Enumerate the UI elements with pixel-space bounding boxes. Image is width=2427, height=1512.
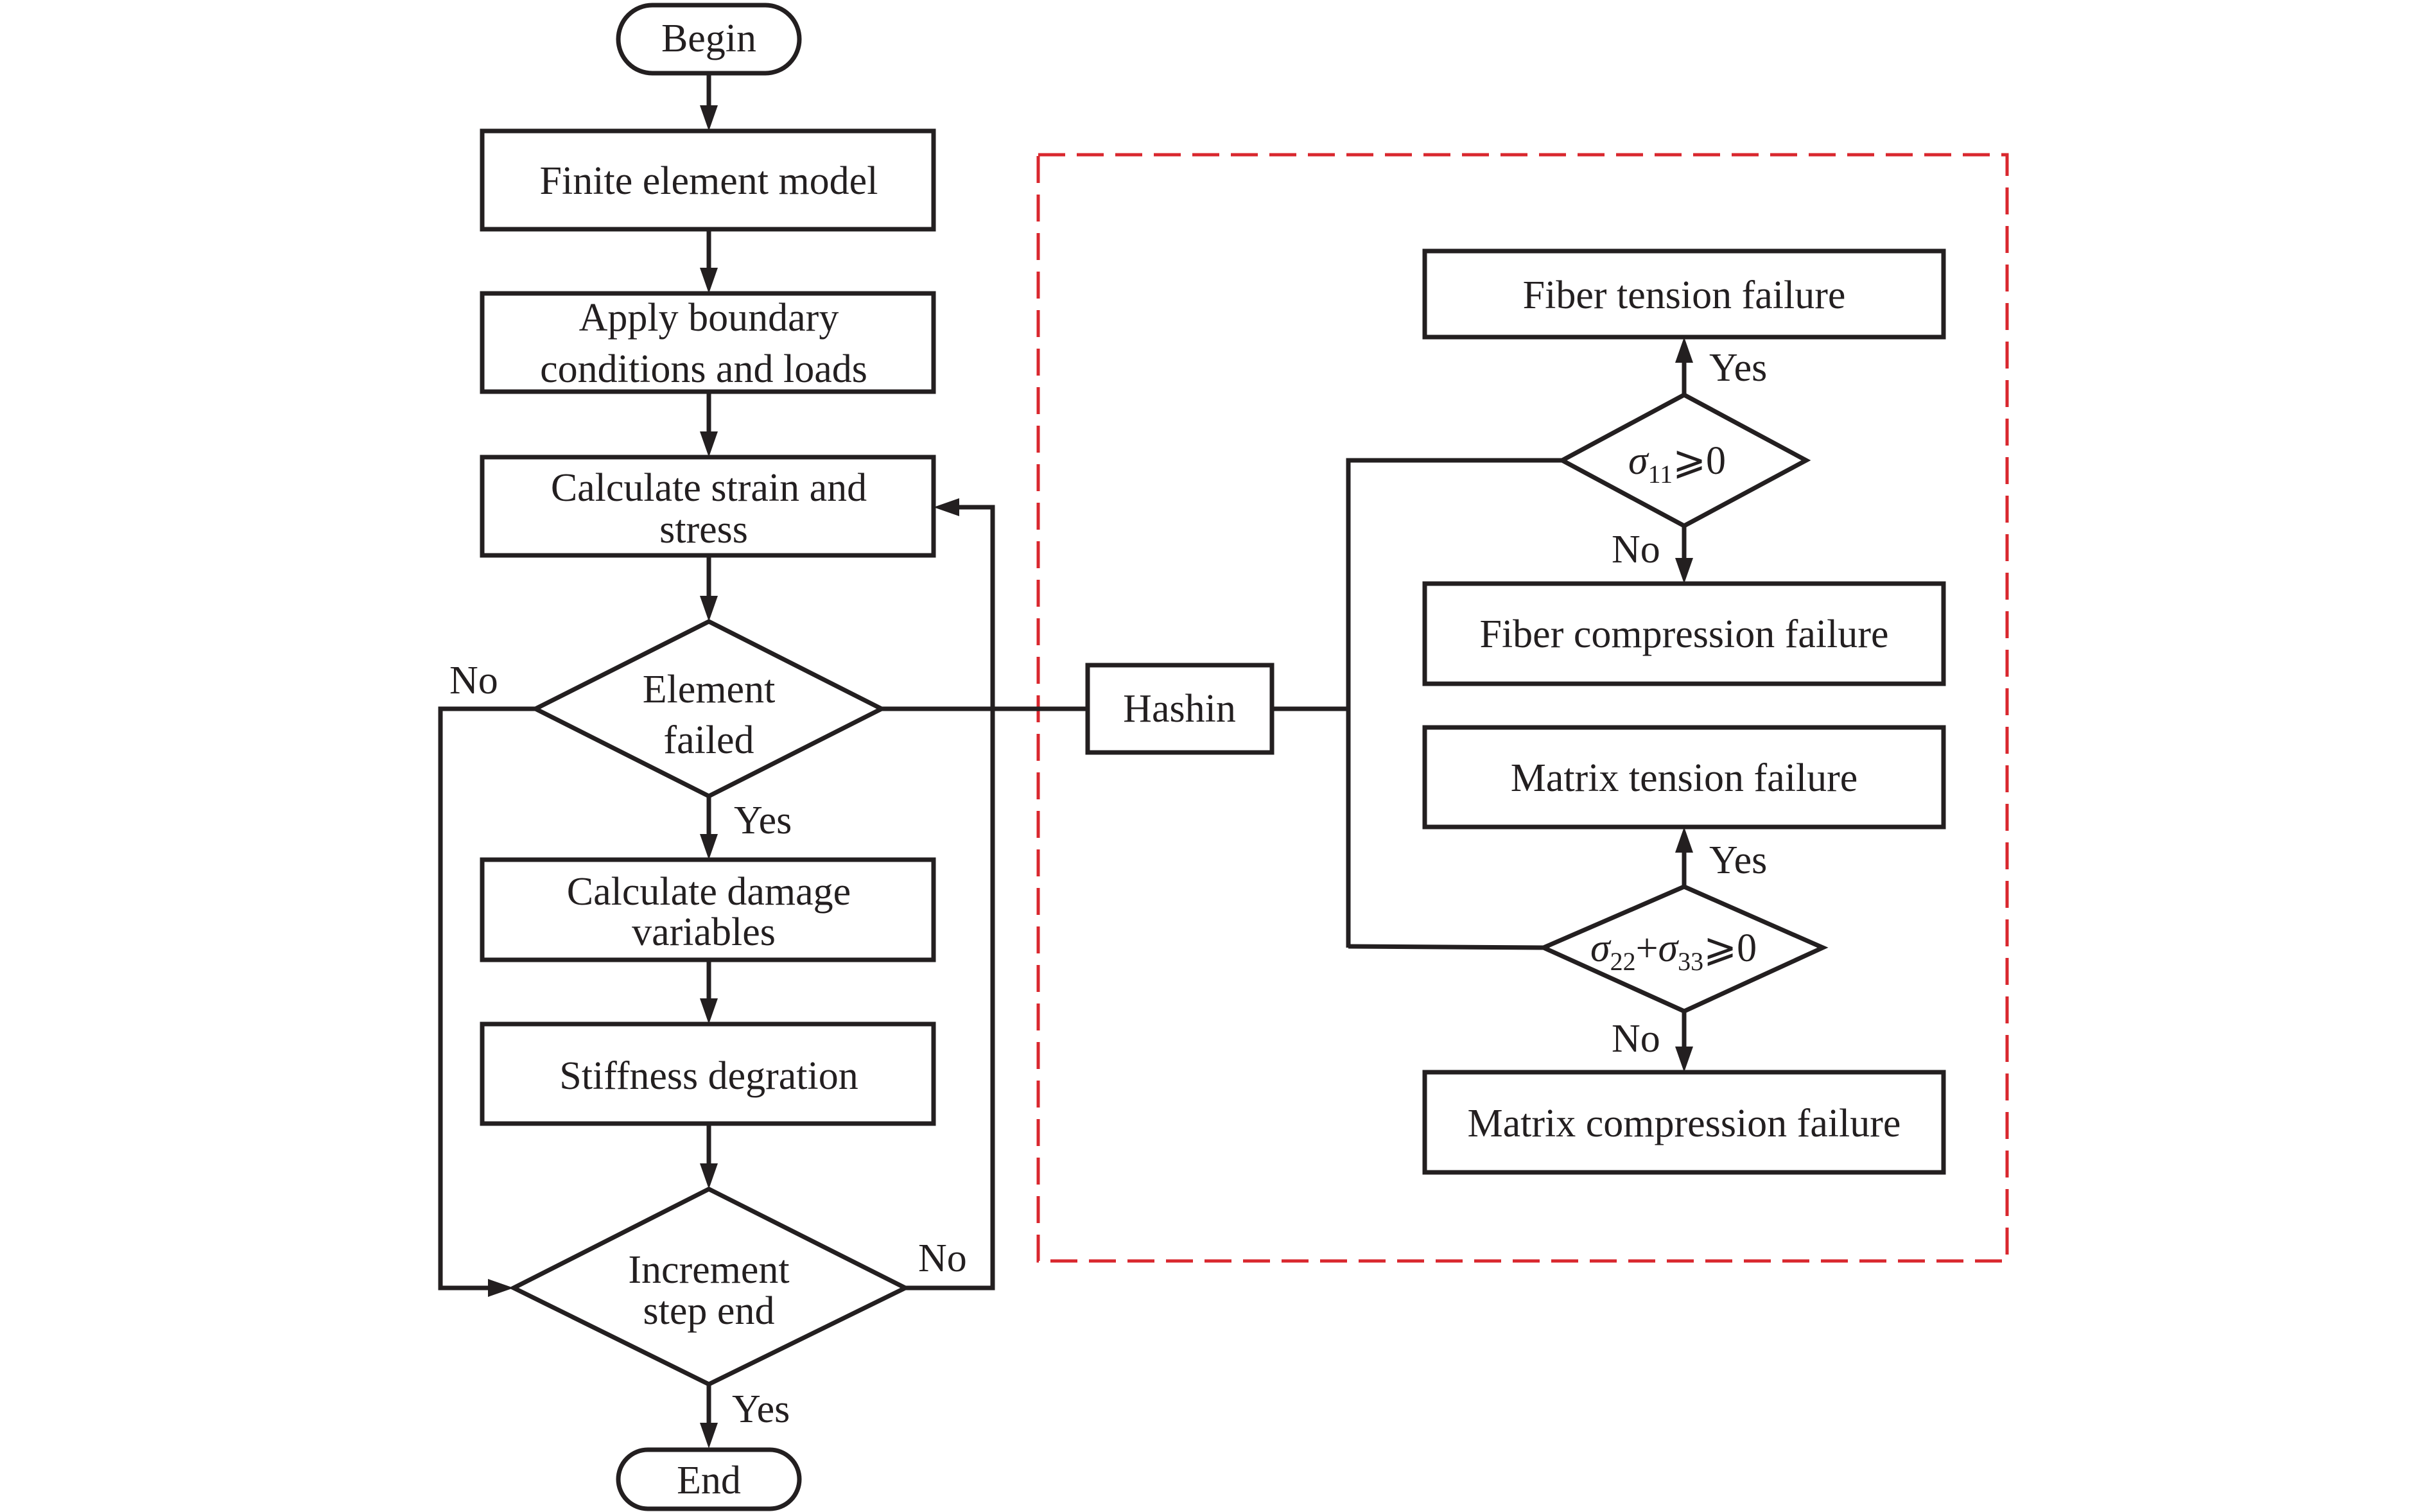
- arrow-head-icon: [1675, 827, 1693, 853]
- apply-boundary-label-line2: conditions and loads: [540, 347, 867, 391]
- calc-damage-label-line1: Calculate damage: [567, 870, 851, 914]
- arrow-head-icon: [700, 1163, 718, 1189]
- stiffness-degradation-box: [480, 1021, 936, 1126]
- connector-failed-no-loop: [438, 706, 535, 1290]
- begin-label: Begin: [661, 17, 756, 60]
- hashin-label: Hashin: [1123, 687, 1236, 731]
- connector-branch-fiber: [1346, 458, 1562, 948]
- increment-no-label: No: [918, 1237, 967, 1280]
- arrow-head-icon: [1675, 1047, 1693, 1072]
- apply-boundary-label-line1: Apply boundary: [579, 296, 839, 340]
- stiffness-degradation-label: Stiffness degration: [559, 1054, 858, 1098]
- arrow-head-icon: [934, 498, 959, 516]
- finite-element-model-box: [480, 128, 936, 232]
- fiber-compression-failure-label: Fiber compression failure: [1479, 613, 1888, 656]
- arrow-head-icon: [700, 998, 718, 1024]
- subscript: 22: [1610, 947, 1636, 976]
- matrix-compression-failure-box: [1422, 1070, 1946, 1175]
- arrow-head-icon: [700, 268, 718, 293]
- calc-strain-stress-label-line1: Calculate strain and: [551, 466, 867, 510]
- calc-strain-stress-label-line2: stress: [659, 508, 748, 552]
- fiber-compression-failure-box: [1422, 581, 1946, 686]
- calc-damage-label-line2: variables: [632, 910, 776, 954]
- sigma-symbol: σ: [1590, 926, 1612, 970]
- matrix-condition-label: σ22+σ33⩾0: [1590, 926, 1757, 976]
- arrow-head-icon: [700, 1423, 718, 1448]
- apply-boundary-box: [480, 291, 936, 394]
- increment-step-end-label-line2: step end: [643, 1289, 775, 1333]
- arrow-head-icon: [700, 431, 718, 457]
- subscript: 33: [1678, 947, 1703, 976]
- arrow-head-icon: [488, 1279, 514, 1297]
- connector-branch-matrix: [1348, 944, 1544, 950]
- element-failed-yes-label: Yes: [734, 799, 792, 842]
- matrix-tension-failure-label: Matrix tension failure: [1511, 756, 1858, 800]
- arrow-head-icon: [1675, 337, 1693, 363]
- end-label: End: [677, 1459, 741, 1502]
- arrow-head-icon: [700, 596, 718, 621]
- finite-element-model-label: Finite element model: [540, 159, 878, 203]
- connector-increment-no-loop: [905, 505, 995, 1290]
- matrix-yes-label: Yes: [1709, 839, 1767, 882]
- fiber-condition-label: σ11⩾0: [1628, 439, 1726, 489]
- fiber-yes-label: Yes: [1709, 346, 1767, 390]
- element-failed-no-label: No: [449, 659, 498, 702]
- arrow-head-icon: [700, 834, 718, 860]
- matrix-no-label: No: [1612, 1017, 1660, 1061]
- fiber-no-label: No: [1612, 528, 1660, 571]
- matrix-tension-failure-box: [1422, 725, 1946, 830]
- condition-rest: ⩾0: [1703, 926, 1757, 970]
- arrow-head-icon: [700, 105, 718, 131]
- condition-rest: ⩾0: [1673, 439, 1726, 483]
- increment-step-end-label-line1: Increment: [628, 1248, 789, 1292]
- sigma-symbol: σ: [1658, 926, 1680, 970]
- matrix-compression-failure-label: Matrix compression failure: [1468, 1102, 1901, 1145]
- element-failed-label-line1: Element: [643, 668, 776, 711]
- arrow-head-icon: [1675, 558, 1693, 584]
- subscript: 11: [1648, 460, 1673, 489]
- fiber-tension-failure-label: Fiber tension failure: [1523, 274, 1846, 317]
- plus-sign: +: [1636, 926, 1658, 970]
- element-failed-label-line2: failed: [663, 718, 754, 762]
- end-terminal: [616, 1447, 802, 1511]
- increment-yes-label: Yes: [732, 1387, 790, 1431]
- sigma-symbol: σ: [1628, 439, 1649, 483]
